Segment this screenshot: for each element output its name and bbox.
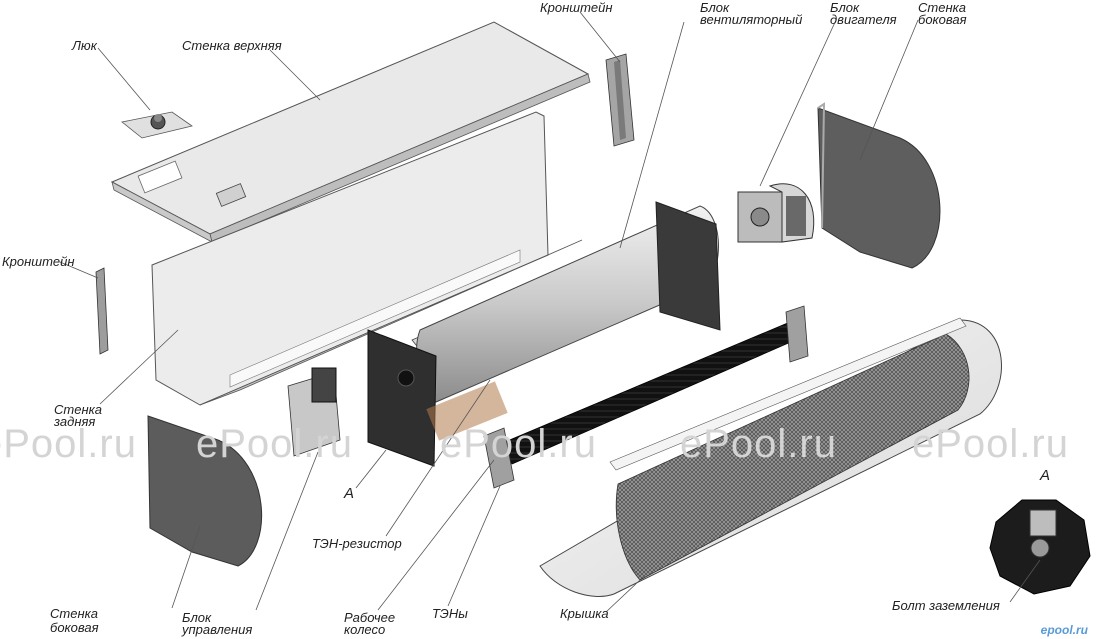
label-side-wall-left-2: боковая xyxy=(50,620,99,635)
label-resistor: ТЭН-резистор xyxy=(312,536,402,551)
label-top-bracket: Кронштейн xyxy=(540,0,613,15)
ground-bolt-detail xyxy=(989,499,1091,595)
label-rear-wall-1: Стенка xyxy=(54,402,102,417)
label-motor-block-1: Блок xyxy=(830,0,860,15)
top-wall xyxy=(110,21,591,243)
label-side-wall-right-1: Стенка xyxy=(918,0,966,15)
control-block-part xyxy=(287,329,508,467)
corner-logo: epool.ru xyxy=(1040,623,1088,637)
cover-part xyxy=(539,317,1002,597)
rear-wall xyxy=(151,111,583,406)
label-side-wall-right-2: боковая xyxy=(918,12,967,27)
label-fan-block-1: Блок xyxy=(700,0,730,15)
label-a-marker: А xyxy=(344,485,355,502)
label-impeller-1: Рабочее xyxy=(344,610,396,625)
top-bracket-part xyxy=(605,53,635,147)
left-bracket-part xyxy=(95,267,109,355)
label-motor-block-2: двигателя xyxy=(830,12,897,27)
label-heaters: ТЭНы xyxy=(432,606,468,621)
label-ground-bolt: Болт заземления xyxy=(892,598,1000,613)
label-control-block-1: Блок xyxy=(182,610,212,625)
leader-lines xyxy=(59,11,1041,613)
watermark: ePool.ru xyxy=(440,422,597,466)
label-detail-a: А xyxy=(1040,467,1051,484)
label-rear-wall-2: задняя xyxy=(54,414,96,429)
heaters-part xyxy=(483,305,809,489)
motor-block-part xyxy=(737,183,815,243)
watermark: ePool.ru xyxy=(0,422,137,466)
label-fan-block-2: вентиляторный xyxy=(700,12,803,27)
label-cover: Крышка xyxy=(560,606,609,621)
watermark: ePool.ru xyxy=(680,422,837,466)
label-top-wall: Стенка верхняя xyxy=(182,38,282,53)
side-wall-right xyxy=(817,102,941,269)
side-wall-left xyxy=(147,415,263,567)
label-control-block-2: управления xyxy=(182,622,253,637)
fan-block-part xyxy=(411,201,721,403)
label-impeller-2: колесо xyxy=(344,622,386,637)
watermark: ePool.ru xyxy=(196,422,353,466)
watermark: ePool.ru xyxy=(912,422,1069,466)
hatch-part xyxy=(121,111,193,139)
label-left-bracket: Кронштейн xyxy=(2,254,75,269)
label-side-wall-left-1: Стенка xyxy=(50,606,98,621)
label-hatch: Люк xyxy=(72,38,97,53)
